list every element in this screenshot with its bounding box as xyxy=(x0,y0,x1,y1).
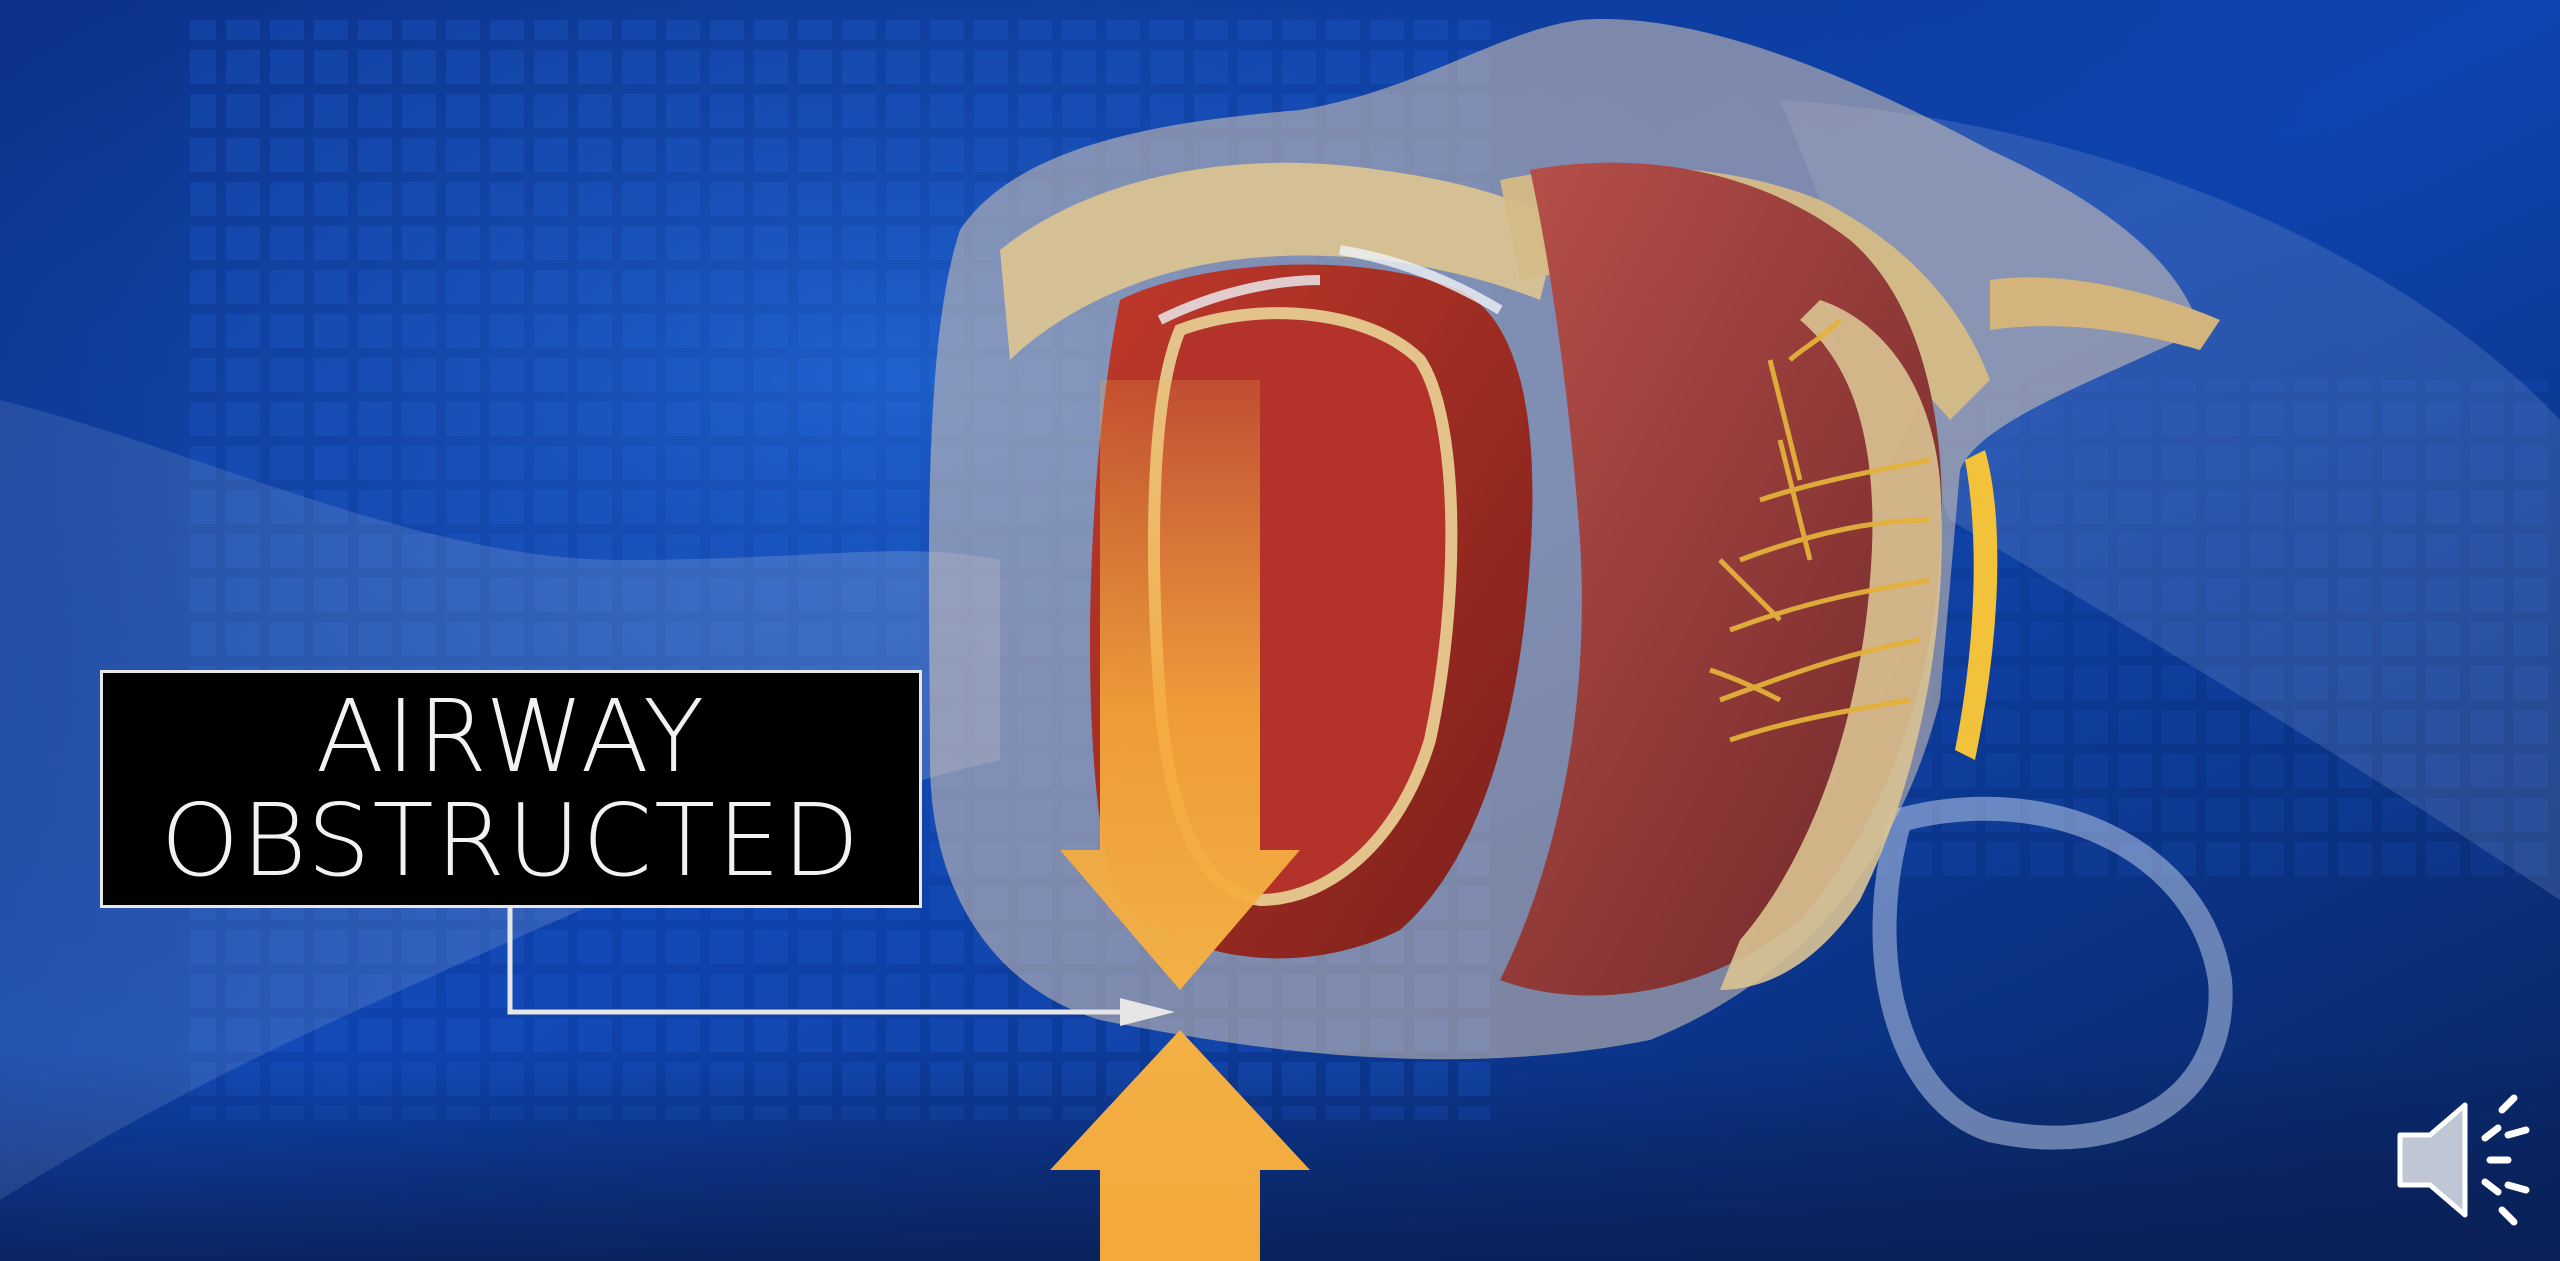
speaker-volume-icon[interactable] xyxy=(2390,1090,2540,1230)
label-line-2: OBSTRUCTED xyxy=(161,789,862,893)
airway-obstructed-label: AIRWAY OBSTRUCTED xyxy=(100,670,922,908)
label-line-1: AIRWAY xyxy=(316,685,706,789)
